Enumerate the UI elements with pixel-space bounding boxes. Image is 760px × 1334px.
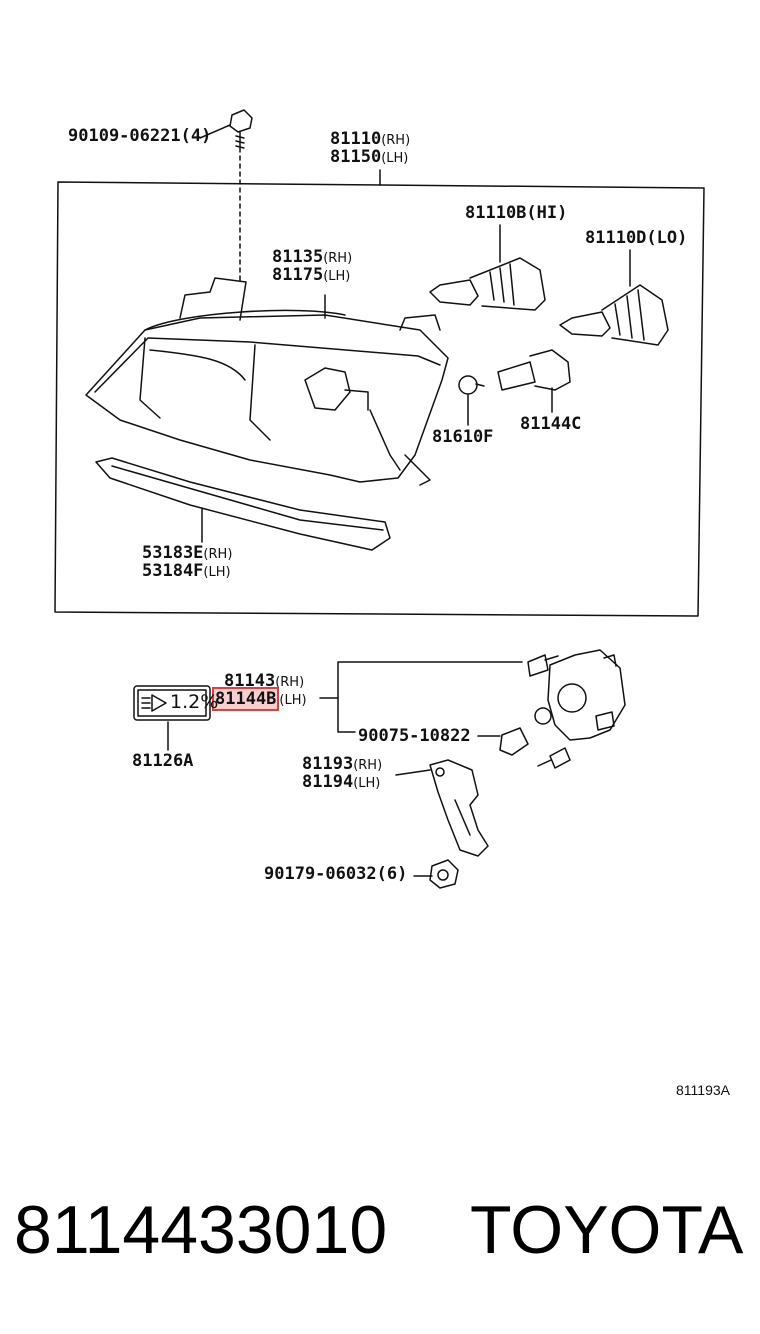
socket-number: 81144C [520,414,582,434]
headlamp-lh-number: 81150 [330,147,382,167]
lens-lh-label: 81175(LH) [272,265,351,285]
headlamp-rh-side: RH [386,133,406,148]
plug-number: 90075-10822 [358,726,471,746]
label-plate-number: 81126A [132,751,194,771]
lens-rh-label: 81135(RH) [272,247,353,267]
leveler-rh-label: 81143(RH) [224,671,305,691]
bulb-hi-label: 81110B(HI) [465,204,567,222]
assembly-frame [55,182,704,616]
bulb-hi-tag: (HI) [526,203,568,223]
small-bulb-label: 81610F [432,428,493,446]
leveler-lh-number-highlight[interactable]: 81144B [212,687,280,711]
screw-top-qty: (4) [180,126,212,146]
lens-lh-side: LH [328,269,346,284]
leveler-rh-side: RH [280,675,300,690]
mold-lh-number: 53184F [142,561,204,581]
leveler-rh-number: 81143 [224,671,276,691]
nut-part [414,860,458,888]
bulb-lo-label: 81110D(LO) [585,229,687,247]
socket-label: 81144C [520,415,581,433]
nut-qty: (6) [376,864,408,884]
nut-label: 90179-06032(6) [264,865,407,883]
headlamp-rh-number: 81110 [330,129,382,149]
bulb-lo-tag: (LO) [646,228,688,248]
screw-top-part [200,110,252,280]
small-bulb-number: 81610F [432,427,494,447]
bracket-rh-side: RH [358,758,378,773]
brand-name: TOYOTA [470,1192,744,1268]
lens-rh-side: RH [328,251,348,266]
lens-rh-number: 81135 [272,247,324,267]
bracket-rh-label: 81193(RH) [302,754,383,774]
part-number: 8114433010 [14,1192,388,1268]
screw-top-number: 90109-06221 [68,126,181,146]
mold-lh-side: LH [208,565,226,580]
bracket-rh-number: 81193 [302,754,354,774]
bracket-part [396,760,488,856]
leveler-lh-label[interactable]: 81144B(LH) [212,687,307,711]
screw-top-label: 90109-06221(4) [68,127,211,145]
bracket-lh-label: 81194(LH) [302,772,381,792]
nut-number: 90179-06032 [264,864,377,884]
plug-label: 90075-10822 [358,727,471,745]
lens-lh-number: 81175 [272,265,324,285]
headlamp-unit [86,278,448,485]
bulb-hi-part [430,225,545,310]
bulb-lo-number: 81110D [585,228,647,248]
bracket-lh-side: LH [358,776,376,791]
mold-rh-label: 53183E(RH) [142,543,233,563]
label-plate-label: 81126A [132,752,193,770]
mold-rh-side: RH [208,547,228,562]
headlamp-molding [96,458,390,550]
bracket-lh-number: 81194 [302,772,354,792]
label-plate-text: 1.2% [170,691,219,713]
label-plate-part [134,686,210,750]
bulb-hi-number: 81110B [465,203,527,223]
bulb-lo-part [560,250,668,345]
diagram-code: 811193A [676,1082,730,1098]
headlamp-rh-label: 81110(RH) [330,129,411,149]
leveler-assembly [320,650,625,768]
mold-lh-label: 53184F(LH) [142,561,231,581]
mold-rh-number: 53183E [142,543,204,563]
small-bulb-part [459,376,484,425]
headlamp-lh-label: 81150(LH) [330,147,409,167]
socket-part [498,350,570,412]
leveler-lh-side: LH [284,693,302,708]
headlamp-lh-side: LH [386,151,404,166]
